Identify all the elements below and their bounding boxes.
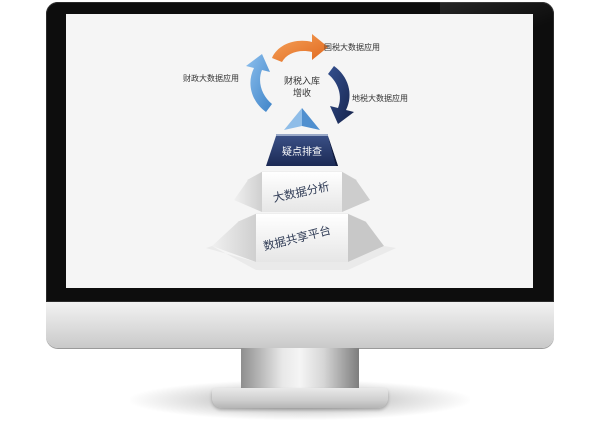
- pyramid-level-2: 大数据分析: [234, 171, 370, 212]
- pyramid-level-1: 疑点排查: [266, 134, 338, 166]
- center-label-line1: 财税入库: [284, 75, 320, 87]
- monitor-stand-base: [212, 388, 388, 408]
- center-label-line2: 增收: [293, 87, 311, 99]
- level-1-label: 疑点排查: [282, 145, 322, 158]
- pyramid-apex: [284, 108, 320, 130]
- blue-arrow-icon: [246, 54, 272, 112]
- navy-arrow-icon: [328, 66, 354, 124]
- pyramid-level-3: 数据共享平台: [206, 213, 396, 270]
- label-national-tax-data: 国税大数据应用: [324, 42, 380, 52]
- label-finance-data: 财政大数据应用: [183, 73, 239, 83]
- monitor-chin: [46, 302, 554, 348]
- label-local-tax-data: 地税大数据应用: [352, 93, 408, 103]
- monitor-stand-neck: [241, 348, 359, 390]
- strategy-diagram: 财税入库 增收 国税大数据应用 财政大数据应用 地税大数据应用 疑点排查 大数据…: [183, 34, 408, 270]
- monitor-screen: 财税入库 增收 国税大数据应用 财政大数据应用 地税大数据应用 疑点排查 大数据…: [66, 14, 533, 288]
- orange-arrow-icon: [272, 34, 328, 62]
